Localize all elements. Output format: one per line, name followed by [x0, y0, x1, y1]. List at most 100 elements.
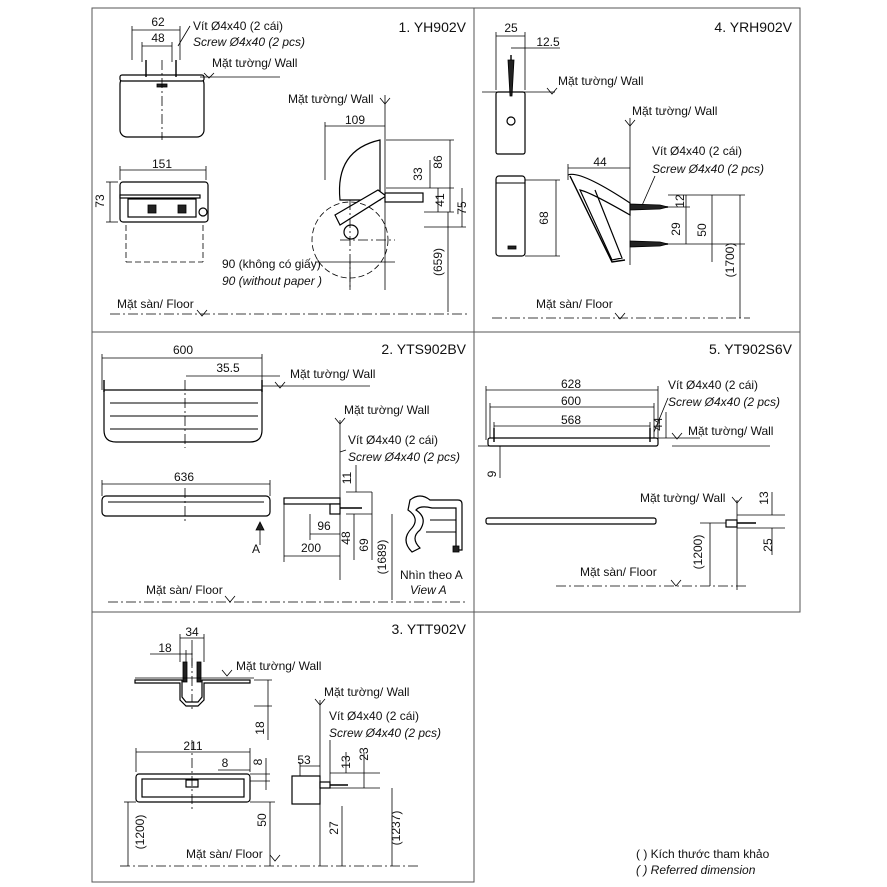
paper-note-vn: 90 (không có giấy) [222, 257, 321, 271]
dimension-label: 96 [317, 519, 331, 533]
screw-label-vn: Vít Ø4x40 (2 cái) [652, 144, 742, 158]
dimension-label: 13 [339, 755, 353, 769]
dimension-label: 13 [757, 491, 771, 505]
wall-label: Mặt tường/ Wall [688, 424, 773, 438]
tray-side-view [291, 775, 321, 805]
dimension-label: 44 [651, 417, 665, 431]
yts902bv-drawing: 2. YTS902BV 600 35.5 Mặt tường/ Wall 636… [101, 341, 467, 603]
dimension-label: 12 [673, 194, 687, 208]
dimension-label: 86 [431, 155, 445, 169]
ytt902v-drawing: 3. YTT902V 34 18 Mặt tường/ Wall 18 211 … [120, 621, 467, 867]
wall-label: Mặt tường/ Wall [324, 685, 409, 699]
yh902v-drawing: 1. YH902V 62 48 Vít Ø4x40 (2 cái) Screw … [93, 15, 470, 317]
dimension-label: 25 [761, 538, 775, 552]
paper-note-en: 90 (without paper ) [222, 274, 322, 288]
wall-label: Mặt tường/ Wall [236, 659, 321, 673]
floor-label: Mặt sàn/ Floor [117, 297, 194, 311]
screw-label-vn: Vít Ø4x40 (2 cái) [329, 709, 419, 723]
dimension-label: 50 [255, 813, 269, 827]
towel-bar-top-view [485, 517, 657, 525]
dimension-label: 11 [340, 471, 354, 484]
screw-label-vn: Vít Ø4x40 (2 cái) [193, 19, 283, 33]
screw-label-vn: Vít Ø4x40 (2 cái) [668, 378, 758, 392]
tray-top-view [134, 679, 251, 707]
dimension-label: 23 [357, 747, 371, 761]
legend-vn: ( ) Kích thước tham khảo [636, 847, 770, 861]
dimension-label: 53 [297, 753, 311, 767]
panel-title: 4. YRH902V [714, 19, 792, 35]
dimension-label: 600 [561, 394, 581, 408]
dimension-label: 48 [151, 31, 165, 45]
view-a-detail [405, 495, 463, 553]
dimension-label: 29 [669, 222, 683, 236]
panel-title: 1. YH902V [399, 19, 467, 35]
dimension-label: (1237) [389, 811, 403, 846]
yt902s6v-drawing: 5. YT902S6V 628 600 568 Vít Ø4x40 (2 cái… [478, 341, 793, 590]
wall-label: Mặt tường/ Wall [344, 403, 429, 417]
shelf-side-view [283, 497, 341, 505]
dimension-label: 75 [455, 201, 469, 215]
holder-side-view [338, 139, 381, 201]
floor-label: Mặt sàn/ Floor [580, 565, 657, 579]
panel-title: 2. YTS902BV [381, 341, 466, 357]
dimension-label: (1700) [723, 243, 737, 278]
dimension-label: 9 [485, 470, 499, 477]
screw-label-en: Screw Ø4x40 (2 pcs) [652, 162, 764, 176]
dimension-label: 200 [301, 541, 321, 555]
view-a-label-en: View A [410, 583, 447, 597]
panel-ytt902v [91, 611, 475, 883]
screw-label-en: Screw Ø4x40 (2 pcs) [193, 35, 305, 49]
dimension-label: 109 [345, 113, 365, 127]
dimension-label: 69 [357, 538, 371, 552]
view-arrow-label: A [252, 542, 260, 556]
panel-title: 3. YTT902V [392, 621, 467, 637]
dimension-label: 48 [339, 531, 353, 545]
dimension-label: 25 [504, 21, 518, 35]
dimension-label: (1200) [133, 815, 147, 850]
dimension-label: (1200) [691, 535, 705, 570]
wall-label: Mặt tường/ Wall [290, 367, 375, 381]
floor-label: Mặt sàn/ Floor [146, 583, 223, 597]
dimension-label: 636 [174, 470, 194, 484]
screw-label-en: Screw Ø4x40 (2 pcs) [348, 450, 460, 464]
screw-label-en: Screw Ø4x40 (2 pcs) [668, 395, 780, 409]
shelf-top-view [101, 495, 271, 517]
floor-label: Mặt sàn/ Floor [536, 297, 613, 311]
panel-yt902s6v [473, 331, 801, 613]
dimension-label: 12.5 [536, 35, 560, 49]
dimension-label: 568 [561, 413, 581, 427]
dimension-label: 151 [152, 157, 172, 171]
dimension-label: 62 [151, 15, 165, 29]
dimension-label: 18 [158, 641, 172, 655]
dimension-label: 628 [561, 377, 581, 391]
dimension-label: 68 [537, 211, 551, 225]
dimension-label: 34 [185, 625, 199, 639]
dimension-label: 41 [433, 193, 447, 207]
wall-label: Mặt tường/ Wall [212, 56, 297, 70]
hook-side-view [495, 175, 526, 257]
dimension-label: 8 [222, 756, 229, 770]
dimension-label: 44 [593, 155, 607, 169]
legend-en: ( ) Referred dimension [636, 863, 756, 877]
wall-label: Mặt tường/ Wall [632, 104, 717, 118]
wall-label: Mặt tường/ Wall [288, 92, 373, 106]
dimension-label: 73 [93, 194, 107, 208]
yrh902v-drawing: 4. YRH902V 25 12.5 Mặt tường/ Wall 68 Mặ… [482, 19, 793, 320]
dimension-label: 211 [183, 739, 202, 753]
dimension-label: (1689) [375, 540, 389, 575]
dimension-label: 33 [411, 167, 425, 181]
view-a-label-vn: Nhìn theo A [400, 568, 463, 582]
screw-label-vn: Vít Ø4x40 (2 cái) [348, 433, 438, 447]
floor-label: Mặt sàn/ Floor [186, 847, 263, 861]
wall-label: Mặt tường/ Wall [558, 74, 643, 88]
dimension-label: 35.5 [216, 361, 240, 375]
dimension-label: (659) [431, 248, 445, 276]
towel-bar-front-view [487, 437, 659, 447]
dimension-label: 8 [251, 758, 265, 765]
wall-label: Mặt tường/ Wall [640, 491, 725, 505]
dimension-label: 50 [695, 223, 709, 237]
panel-title: 5. YT902S6V [709, 341, 793, 357]
dimension-label: 27 [327, 821, 341, 835]
dimension-label: 600 [173, 343, 193, 357]
